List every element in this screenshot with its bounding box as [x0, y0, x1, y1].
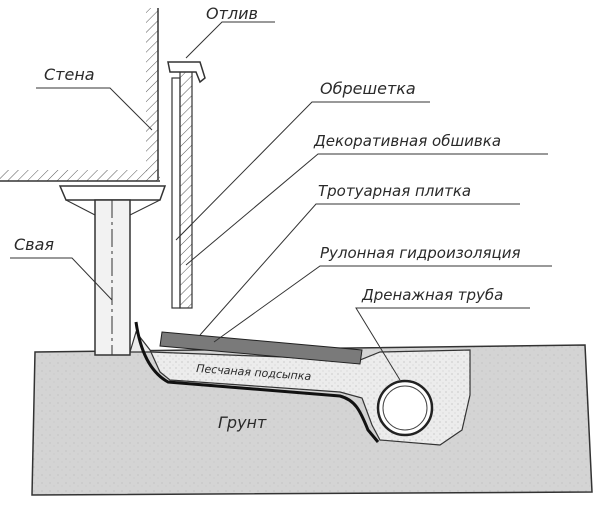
- roll-waterproofing-membrane: [134, 321, 380, 443]
- label-pile: Свая: [14, 235, 54, 254]
- label-battens: Обрешетка: [320, 79, 416, 98]
- label-wall: Стена: [44, 65, 95, 84]
- decorative-cladding-panel: [179, 69, 193, 309]
- batten-strip: [171, 77, 181, 309]
- wall-hatch: [146, 8, 158, 178]
- label-soil: Грунт: [218, 413, 267, 432]
- paving-tile: [159, 331, 363, 365]
- label-paving-tile: Тротуарная плитка: [318, 182, 471, 200]
- floor-slab-hatch: [0, 170, 160, 181]
- label-decorative-cladding: Декоративная обшивка: [313, 132, 501, 150]
- drip-edge-flashing: [167, 61, 206, 84]
- leader-lines: [10, 21, 552, 381]
- label-drip-edge: Отлив: [206, 4, 258, 23]
- label-drain-pipe: Дренажная труба: [361, 286, 503, 304]
- pile-cap: [58, 185, 167, 201]
- drainage-pipe: [376, 379, 434, 437]
- label-roll-waterproofing: Рулонная гидроизоляция: [320, 244, 520, 262]
